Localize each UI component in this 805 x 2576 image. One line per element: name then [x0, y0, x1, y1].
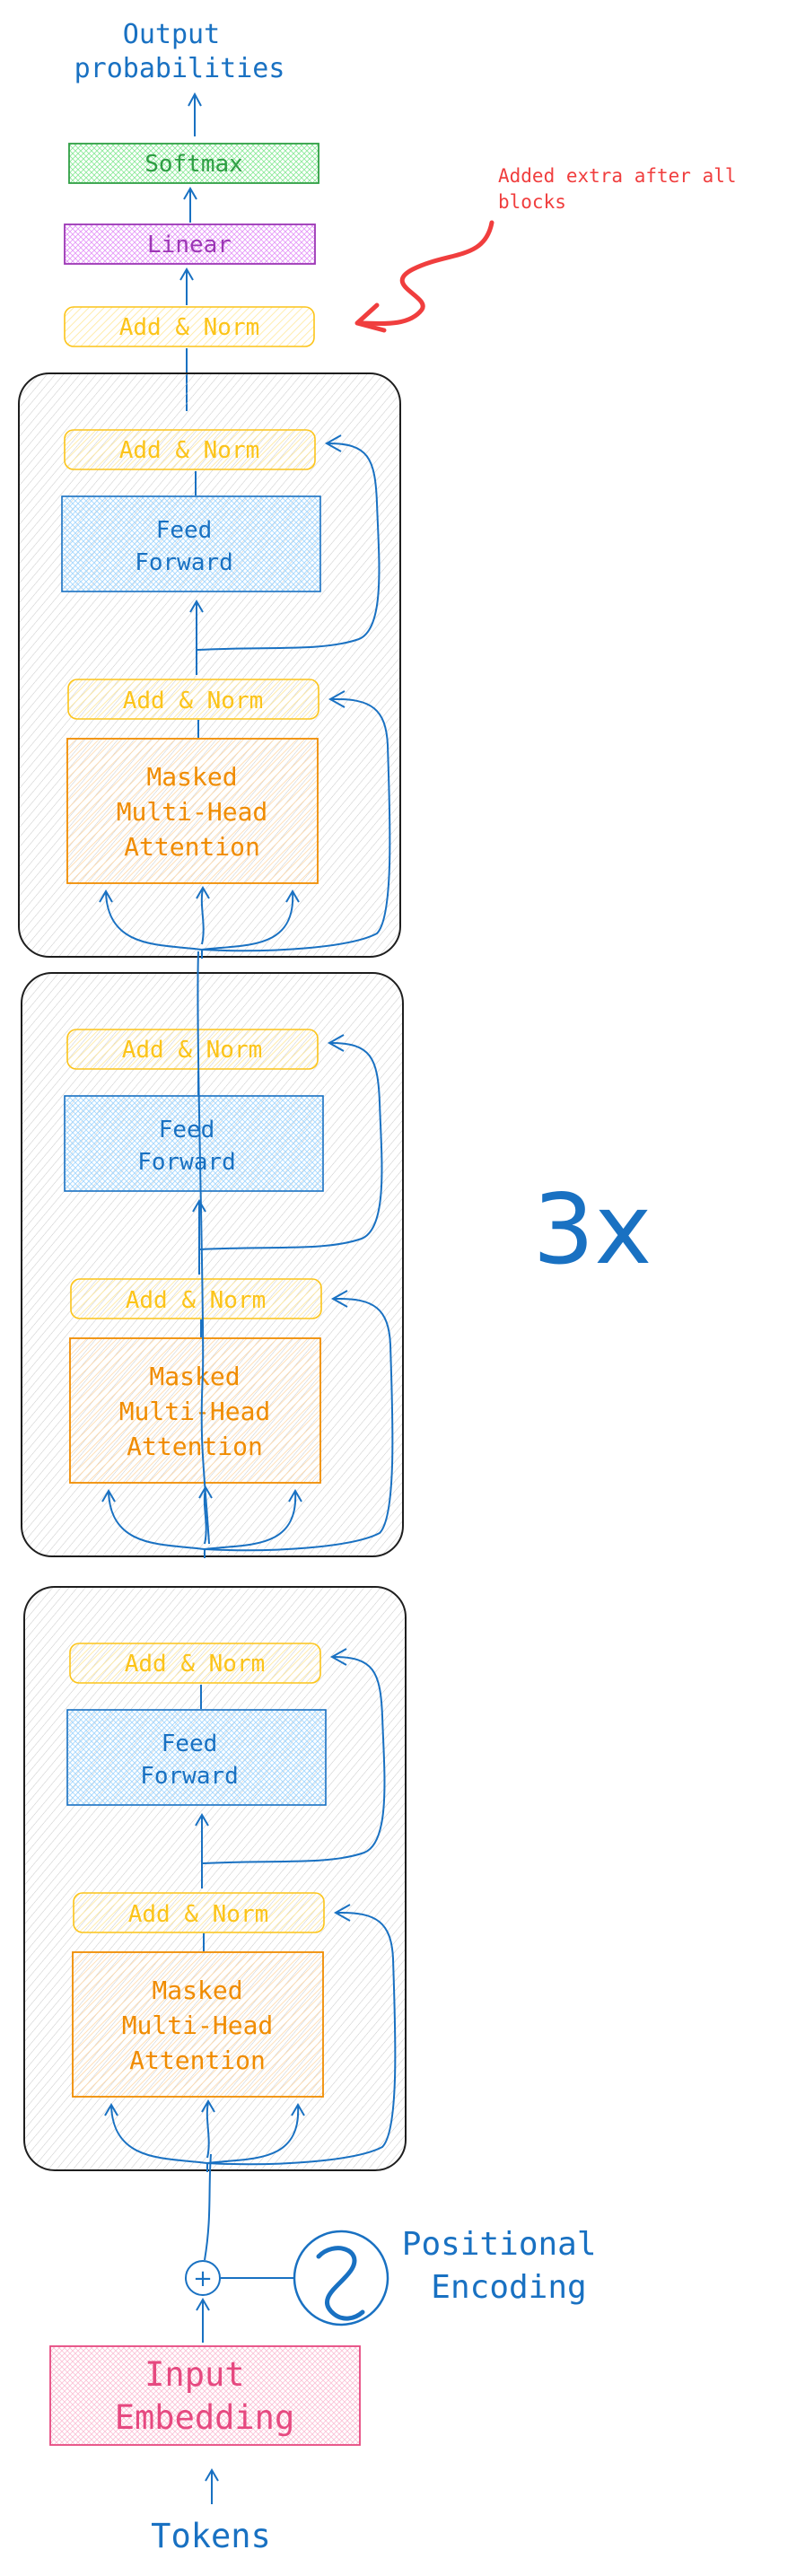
- qkv-arrow-right: [201, 891, 294, 951]
- residual-connection-lower: [206, 1911, 397, 2166]
- add-norm-lower-label: Add & Norm: [126, 1287, 267, 1314]
- repeat-count-label: 3x: [533, 1174, 652, 1286]
- qkv-arrow-right: [204, 1491, 297, 1550]
- feed-forward-box: [64, 1095, 324, 1192]
- qkv-arrow-center-head: [201, 2099, 215, 2113]
- positional-encoding-icon: [293, 2230, 389, 2326]
- add-norm-upper-label: Add & Norm: [119, 437, 260, 464]
- qkv-arrow-left-head: [99, 889, 113, 903]
- feed-forward-box: [66, 1709, 327, 1806]
- annotation-arrow: [354, 220, 494, 333]
- svg-text:Softmax: Softmax: [144, 151, 243, 178]
- masked-attention-box: [66, 738, 319, 884]
- residual-connection-upper: [199, 1042, 383, 1250]
- arrow-tokens-to-embedding: [205, 2468, 219, 2504]
- residual-connection-upper: [197, 442, 381, 651]
- qkv-arrow-left-head: [104, 2103, 118, 2116]
- qkv-arrow-center: [206, 2101, 210, 2159]
- add-norm-lower-box: [67, 679, 319, 720]
- qkv-arrow-right: [206, 2105, 300, 2164]
- residual-connection-lower: [204, 1297, 394, 1552]
- residual-connection-upper-head: [324, 434, 342, 452]
- arrow-embedding-to-plus: [196, 2298, 210, 2343]
- arrow-into-feed-forward-head: [195, 1813, 209, 1827]
- qkv-arrow-center: [200, 888, 205, 945]
- residual-connection-lower: [201, 697, 391, 952]
- connector-bottom-block-to-plus: [204, 2153, 212, 2261]
- add-norm-lower-box: [70, 1278, 322, 1319]
- qkv-arrow-right-head: [288, 1489, 302, 1503]
- softmax-box: Softmax: [68, 143, 319, 184]
- connector-middle-to-top-block: [197, 951, 210, 1545]
- qkv-arrow-center-head: [196, 886, 210, 899]
- add-norm-upper-label: Add & Norm: [125, 1651, 266, 1678]
- qkv-arrow-right-head: [285, 889, 300, 903]
- annotation-text: Added extra after all blocks: [498, 165, 748, 213]
- arrow-softmax-to-output: [188, 92, 202, 136]
- arrow-into-feed-forward-head: [189, 600, 204, 613]
- residual-connection-upper-head: [329, 1648, 347, 1666]
- tokens-label: Tokens: [151, 2517, 271, 2555]
- svg-text:Input Embedding: Input Embedding: [115, 2355, 294, 2437]
- residual-connection-lower-head: [330, 1290, 348, 1308]
- input-embedding-box: Input Embedding: [49, 2345, 361, 2446]
- residual-connection-upper-head: [327, 1034, 345, 1052]
- svg-text:+: +: [193, 2265, 213, 2292]
- linear-box: Linear: [64, 223, 316, 265]
- residual-connection-lower-head: [333, 1904, 351, 1922]
- qkv-arrow-left-head: [101, 1489, 116, 1503]
- masked-attention-box: [72, 1951, 324, 2098]
- arrow-linear-to-softmax: [183, 187, 197, 223]
- add-norm-upper-box: [69, 1643, 321, 1684]
- add-norm-upper-box: [66, 1029, 319, 1070]
- svg-text:Linear: Linear: [147, 232, 232, 258]
- feed-forward-box: [61, 495, 321, 592]
- add-norm-lower-label: Add & Norm: [128, 1901, 269, 1928]
- add-norm-upper-label: Add & Norm: [122, 1037, 263, 1064]
- svg-text:Add & Norm: Add & Norm: [119, 314, 260, 341]
- add-norm-lower-label: Add & Norm: [123, 688, 264, 714]
- residual-connection-upper: [202, 1656, 386, 1864]
- masked-attention-box: [69, 1337, 321, 1484]
- qkv-arrow-left: [108, 1491, 206, 1550]
- arrow-into-feed-forward-head: [192, 1199, 206, 1213]
- final-add-norm-box: Add & Norm: [64, 306, 315, 347]
- positional-encoding-label: Positional Encoding: [402, 2226, 616, 2306]
- qkv-arrow-right-head: [291, 2103, 305, 2116]
- output-probabilities-label: Output probabilities: [74, 19, 285, 84]
- qkv-arrow-left: [105, 891, 203, 951]
- arrow-norm-to-linear: [179, 267, 194, 305]
- add-norm-upper-box: [64, 429, 316, 470]
- residual-connection-lower-head: [328, 690, 346, 708]
- plus-node: +: [185, 2260, 221, 2296]
- add-norm-lower-box: [73, 1892, 325, 1933]
- qkv-arrow-left: [110, 2105, 208, 2164]
